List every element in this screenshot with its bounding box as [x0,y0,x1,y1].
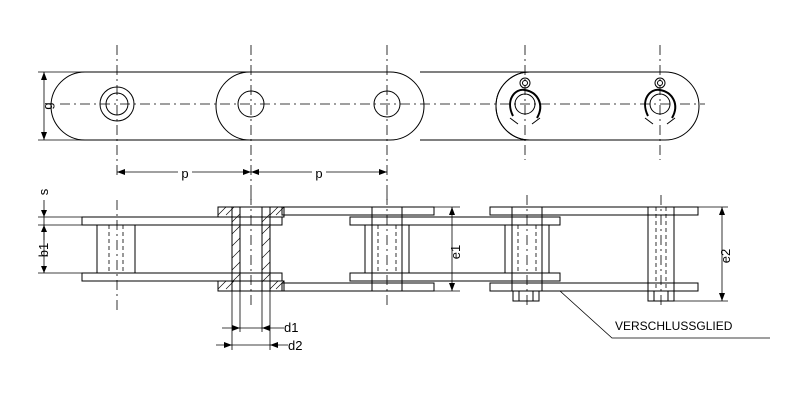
label-e1: e1 [448,245,463,259]
dimension-d1-d2: d1 d2 [216,291,302,353]
dimension-e1: e1 [434,206,463,292]
dimension-g: g [38,71,85,141]
label-d2: d2 [288,338,302,353]
label-d1: d1 [284,320,298,335]
label-b1: b1 [36,243,51,257]
connecting-link-callout: VERSCHLUSSGLIED [559,290,770,339]
label-s: s [36,188,51,195]
label-e2: e2 [718,249,733,263]
label-verschlussglied: VERSCHLUSSGLIED [615,319,733,333]
label-g: g [40,102,55,109]
top-view: g p p [38,45,705,200]
label-p-1: p [181,166,188,181]
dimension-s: s [36,188,82,240]
label-p-2: p [315,166,322,181]
side-view: s b1 e1 e2 [36,188,770,353]
dimension-p: p p [117,165,387,181]
inner-plate-middle [215,71,425,141]
dimension-e2: e2 [674,206,733,302]
dimension-b1: b1 [36,225,82,274]
outer-plate-right [495,71,700,141]
